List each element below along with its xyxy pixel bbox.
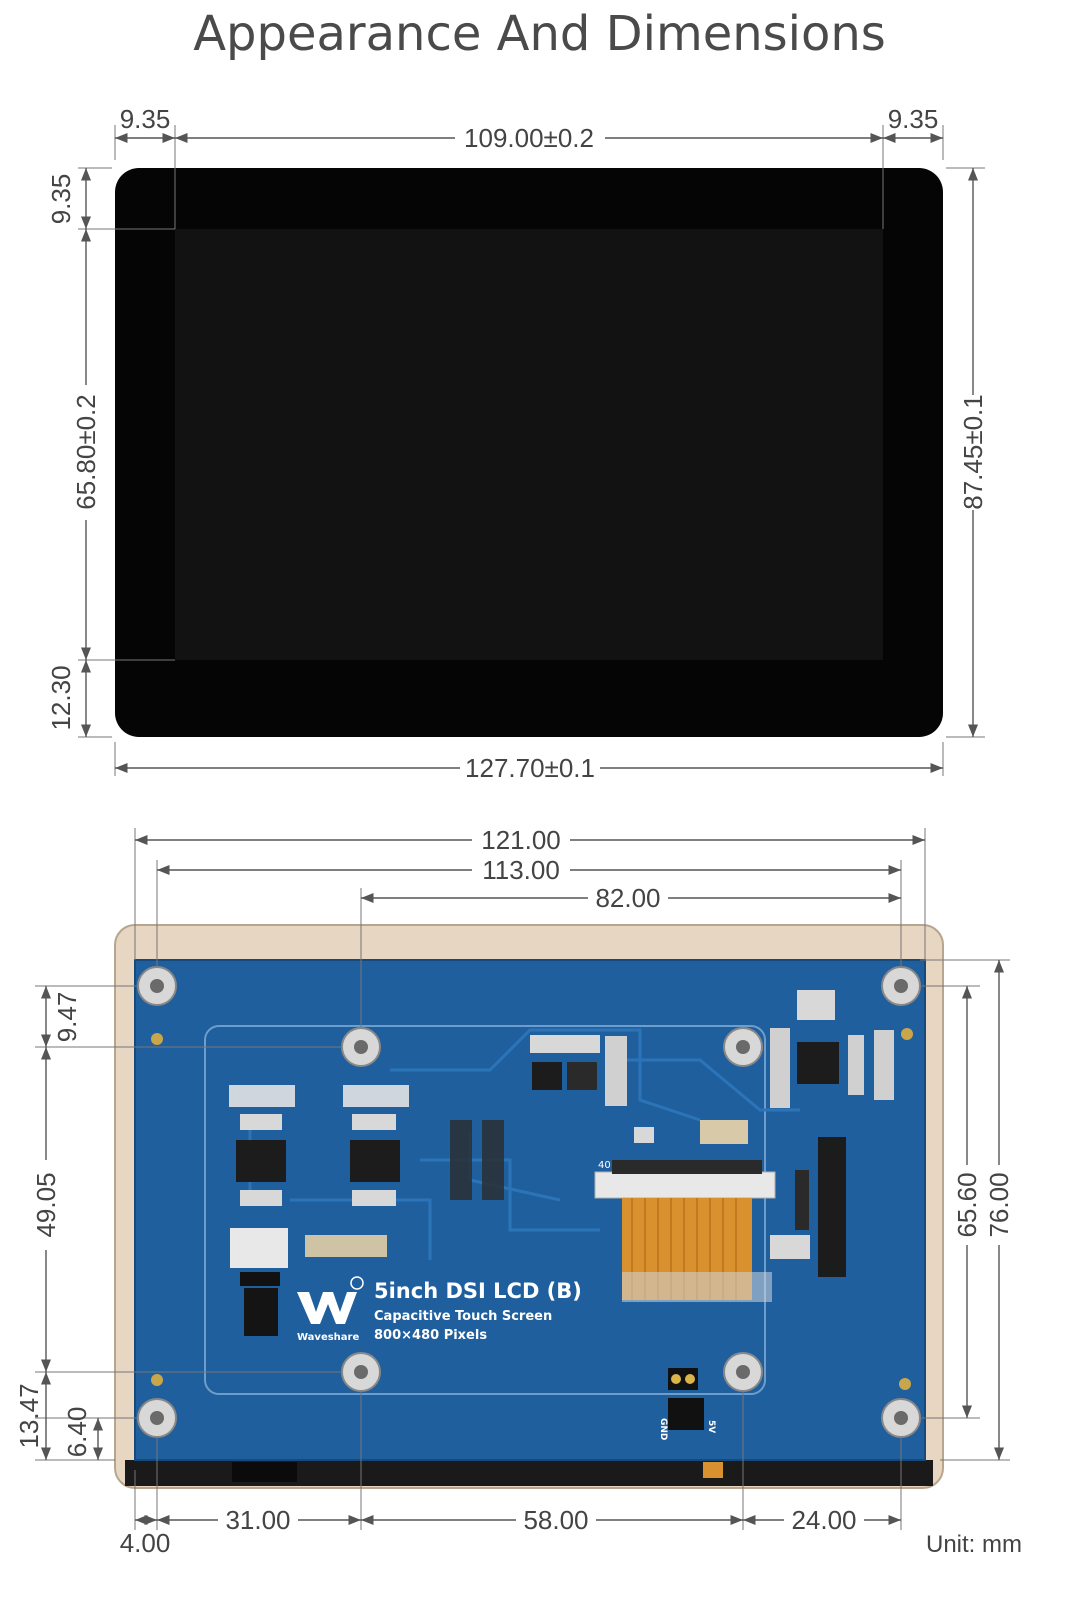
back-right-7600-label: 76.00 (984, 1172, 1014, 1237)
product-feature-label: Capacitive Touch Screen (374, 1309, 552, 1324)
pi-hole-3 (341, 1352, 381, 1392)
product-resolution-label: 800×480 Pixels (374, 1328, 487, 1343)
front-top-bezel-label: 9.35 (46, 174, 76, 225)
front-total-width-label: 127.70±0.1 (465, 753, 595, 783)
back-left-1347-label: 13.47 (14, 1383, 44, 1448)
connector-pin-label: 40 (598, 1160, 611, 1171)
front-right-bezel-label: 9.35 (888, 104, 939, 134)
pcb-outline (204, 1025, 766, 1395)
dsi-connector: 40 (594, 1160, 776, 1302)
back-left-4905-label: 49.05 (31, 1172, 61, 1237)
back-left-947-label: 9.47 (52, 992, 82, 1043)
mount-hole-bottom-left (137, 1398, 177, 1438)
back-view: 40 Waveshare 5inch DSI LCD (B) Capacitiv… (14, 825, 1022, 1558)
pin-5v-label: 5V (706, 1420, 716, 1433)
product-name-label: 5inch DSI LCD (B) (374, 1279, 582, 1303)
back-width-82-label: 82.00 (595, 883, 660, 913)
back-width-113-label: 113.00 (482, 855, 560, 885)
back-bottom-2400-label: 24.00 (791, 1505, 856, 1535)
mount-hole-bottom-right (881, 1398, 921, 1438)
unit-label: Unit: mm (926, 1531, 1022, 1558)
waveshare-logo-icon (297, 1292, 357, 1324)
back-bottom-5800-label: 58.00 (523, 1505, 588, 1535)
waveshare-brand-label: Waveshare (297, 1332, 359, 1343)
lcd-active-area (175, 229, 883, 660)
front-bottom-bezel-label: 12.30 (46, 665, 76, 730)
back-bottom-3100-label: 31.00 (225, 1505, 290, 1535)
front-display-height-label: 65.80±0.2 (71, 394, 101, 509)
back-bottom-400-label: 4.00 (120, 1528, 171, 1558)
components (229, 990, 894, 1430)
front-total-height-label: 87.45±0.1 (958, 394, 988, 509)
mounting-holes (137, 966, 921, 1438)
front-view: 9.35 109.00±0.2 9.35 9.35 65.80±0.2 12.3… (46, 104, 988, 783)
board-branding: Waveshare 5inch DSI LCD (B) Capacitive T… (297, 1276, 716, 1440)
back-width-121-label: 121.00 (481, 825, 561, 855)
front-display-width-label: 109.00±0.2 (464, 123, 594, 153)
pi-hole-2 (723, 1027, 763, 1067)
pi-hole-4 (723, 1352, 763, 1392)
mount-hole-top-left (137, 966, 177, 1006)
page-title: Appearance And Dimensions (193, 6, 886, 62)
pin-gnd-label: GND (658, 1418, 668, 1440)
back-left-640-label: 6.40 (62, 1407, 92, 1458)
front-left-bezel-label: 9.35 (120, 104, 171, 134)
back-right-6560-label: 65.60 (952, 1172, 982, 1237)
mount-hole-top-right (881, 966, 921, 1006)
pi-hole-1 (341, 1027, 381, 1067)
